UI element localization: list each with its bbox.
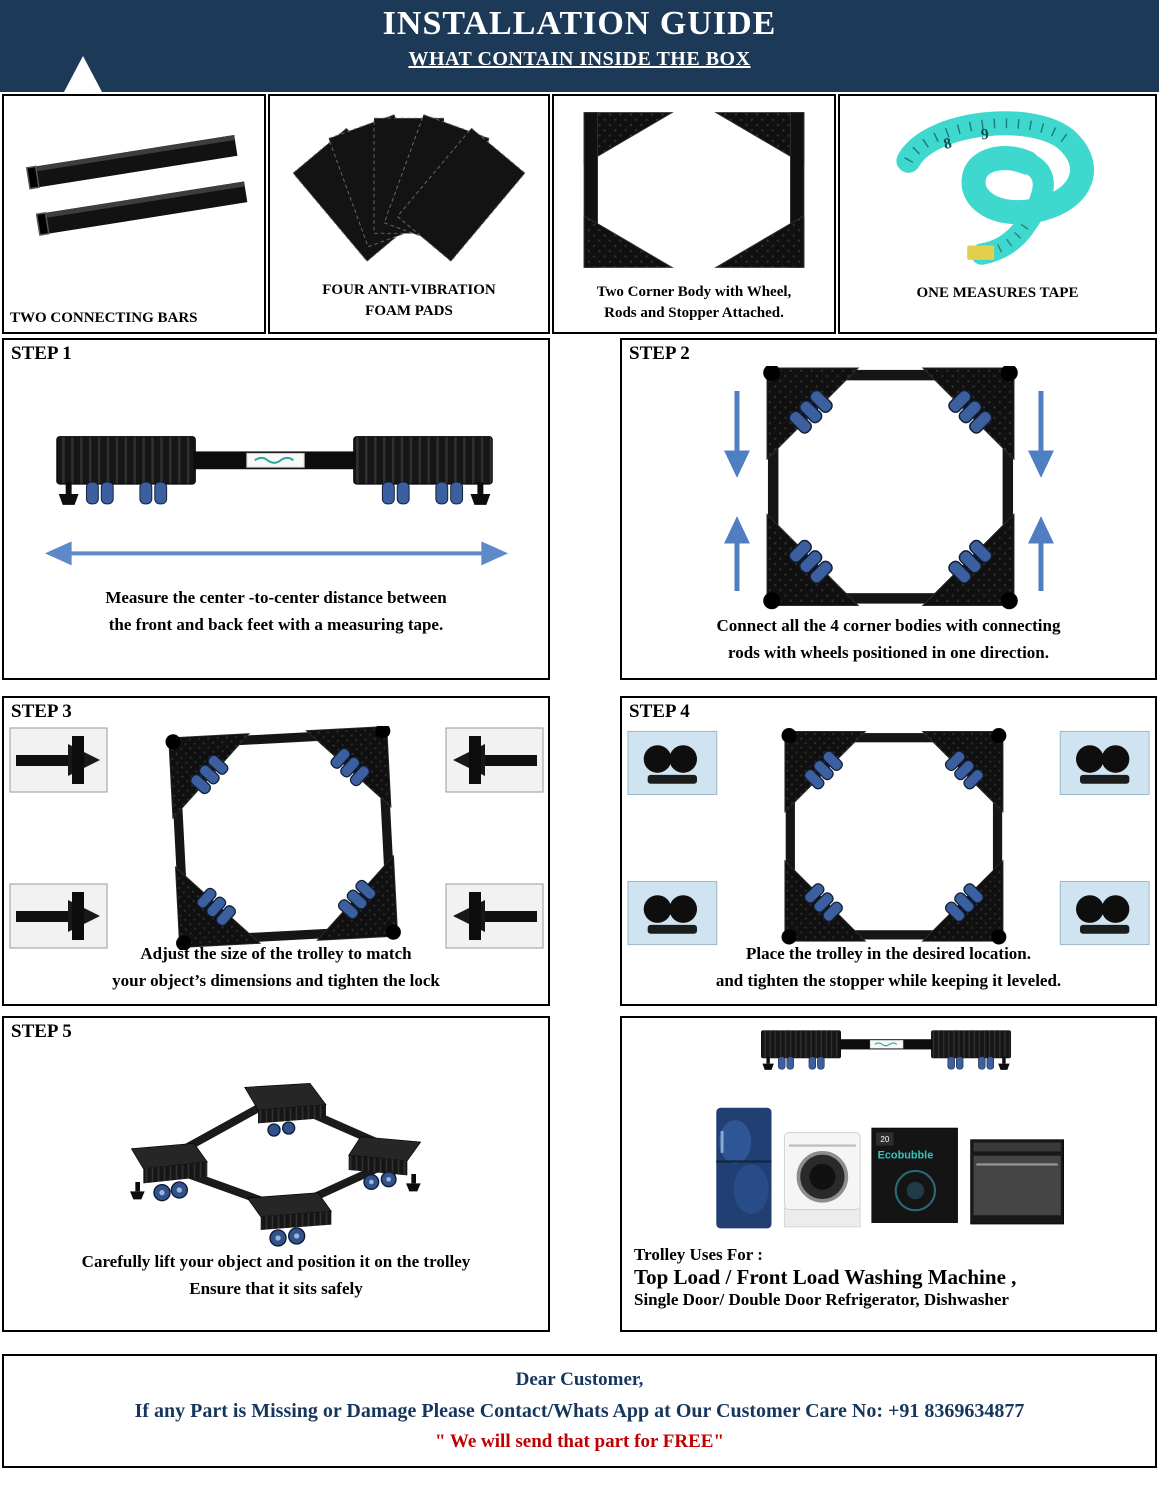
step-4-caption: Place the trolley in the desired locatio…: [622, 941, 1155, 994]
step-1-title: STEP 1: [11, 343, 72, 364]
step-2-box: STEP 2 Connect all the 4 corner bodies w…: [620, 338, 1157, 680]
part-label-measuring-tape: ONE MEASURES TAPE: [916, 285, 1079, 301]
caption-line: Adjust the size of the trolley to match: [140, 944, 412, 964]
footer-box: Dear Customer, If any Part is Missing or…: [2, 1354, 1157, 1468]
screw-feet: [130, 1174, 421, 1200]
step-5-image: [4, 1050, 548, 1250]
step-1-box: STEP 1 Measure the center -to-center dis…: [2, 338, 550, 680]
step-2-caption: Connect all the 4 corner bodies with con…: [622, 613, 1155, 666]
refrigerator-image: [716, 1107, 772, 1229]
header: INSTALLATION GUIDE WHAT CONTAIN INSIDE T…: [0, 0, 1159, 92]
connecting-bars-drawing: [25, 135, 248, 236]
part-box-corner-bodies: Two Corner Body with Wheel, Rods and Sto…: [552, 94, 836, 334]
uses-line-2: Single Door/ Double Door Refrigerator, D…: [634, 1290, 1009, 1309]
uses-box: 20 Ecobubble Trolley Uses For : Top Load…: [620, 1016, 1157, 1332]
step-1-caption: Measure the center -to-center distance b…: [4, 585, 548, 638]
uses-text: Trolley Uses For : Top Load / Front Load…: [634, 1245, 1016, 1310]
measuring-tape-drawing: 8 9: [895, 111, 1094, 265]
corner-bodies-image: [554, 96, 834, 278]
uses-heading: Trolley Uses For :: [634, 1245, 763, 1264]
step-4-title: STEP 4: [629, 701, 690, 722]
uses-drawing: 20 Ecobubble: [716, 1030, 1064, 1229]
part-label-corner-bodies: Two Corner Body with Wheel, Rods and Sto…: [554, 282, 834, 324]
box-brand: Ecobubble: [878, 1150, 934, 1162]
page-subtitle: WHAT CONTAIN INSIDE THE BOX: [408, 48, 751, 70]
part-label-line: FOUR ANTI-VIBRATION: [322, 282, 496, 298]
connecting-bars-image: [4, 96, 264, 276]
measuring-tape-image: 8 9: [840, 96, 1155, 284]
caption-line: Place the trolley in the desired locatio…: [745, 944, 1032, 964]
corner-bodies-drawing: [583, 112, 805, 268]
washing-machine-image: [784, 1132, 861, 1228]
tape-number: 9: [980, 126, 990, 144]
part-label-line: Rods and Stopper Attached.: [604, 305, 784, 321]
part-box-connecting-bars: TWO CONNECTING BARS: [2, 94, 266, 334]
step-1-image: [4, 395, 548, 588]
foam-pads-image: [270, 96, 548, 276]
step-4-drawing: [627, 726, 1150, 950]
step-5-caption: Carefully lift your object and position …: [4, 1249, 548, 1302]
caption-line: Carefully lift your object and position …: [81, 1252, 471, 1272]
footer-free-part-line: " We will send that part for FREE": [434, 1431, 725, 1453]
measure-arrow: [44, 541, 508, 566]
step-3-caption: Adjust the size of the trolley to match …: [4, 941, 548, 994]
direction-arrows: [723, 391, 1054, 591]
caption-line: rods with wheels positioned in one direc…: [728, 642, 1049, 662]
tape-number: 8: [941, 135, 953, 153]
step-2-title: STEP 2: [629, 343, 690, 364]
step-5-title: STEP 5: [11, 1021, 72, 1042]
step-4-image: [622, 726, 1155, 950]
step-3-title: STEP 3: [11, 701, 72, 722]
part-label-line: FOAM PADS: [365, 303, 453, 319]
step-2-image: [622, 366, 1155, 616]
caption-line: and tighten the stopper while keeping it…: [715, 970, 1062, 990]
step-5-drawing: [130, 1082, 422, 1247]
step-3-box: STEP 3 Adjust the size of the trolley to…: [2, 696, 550, 1006]
part-label-connecting-bars: TWO CONNECTING BARS: [10, 310, 198, 326]
caption-line: Ensure that it sits safely: [189, 1278, 363, 1298]
caption-line: Connect all the 4 corner bodies with con…: [716, 616, 1061, 636]
step-3-image: [4, 726, 548, 950]
caption-line: the front and back feet with a measuring…: [108, 614, 444, 634]
footer-contact-line: If any Part is Missing or Damage Please …: [134, 1400, 1025, 1423]
part-label-line: Two Corner Body with Wheel,: [596, 284, 792, 300]
dishwasher-image: [970, 1139, 1064, 1225]
step-5-box: STEP 5: [2, 1016, 550, 1332]
step-3-drawing: [9, 726, 544, 950]
caption-line: Measure the center -to-center distance b…: [105, 588, 447, 608]
foam-pads-drawing: [292, 113, 526, 262]
uses-image: 20 Ecobubble: [622, 1022, 1155, 1240]
step-1-drawing: [44, 435, 508, 566]
footer-greeting: Dear Customer,: [515, 1369, 644, 1390]
box-badge: 20: [880, 1135, 889, 1144]
step-2-drawing: [723, 366, 1054, 616]
page-title: INSTALLATION GUIDE: [382, 5, 777, 42]
caption-line: your object’s dimensions and tighten the…: [112, 970, 440, 990]
step-4-box: STEP 4 Place the trolley in the desired …: [620, 696, 1157, 1006]
ecobubble-box-image: 20 Ecobubble: [871, 1127, 958, 1223]
part-label-foam-pads: FOUR ANTI-VIBRATION FOAM PADS: [270, 280, 548, 322]
uses-line-1: Top Load / Front Load Washing Machine ,: [634, 1265, 1017, 1289]
part-box-foam-pads: FOUR ANTI-VIBRATION FOAM PADS: [268, 94, 550, 334]
part-box-measuring-tape: 8 9 ONE MEASURES TAPE: [838, 94, 1157, 334]
decorative-notch: [64, 56, 102, 92]
